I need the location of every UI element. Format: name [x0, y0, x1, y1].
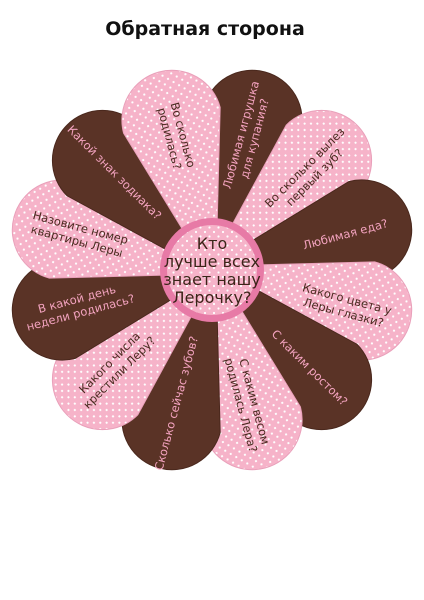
center-disc: [167, 225, 257, 315]
petal-3: Любимая еда?: [237, 179, 413, 279]
petal-question: Во сколькородилась?: [154, 101, 198, 173]
petal-shape: [121, 69, 221, 245]
center-title-line: лучше всех: [164, 252, 260, 271]
center-title-line: Лерочку?: [173, 288, 252, 307]
center-title-line: знает нашу: [163, 270, 260, 289]
center-title-line: Кто: [197, 234, 227, 253]
page-title: Обратная сторона: [105, 18, 305, 40]
petal-12: Во сколькородилась?: [121, 69, 221, 245]
petal-2: Во сколько вылезпервый зуб?: [223, 109, 373, 259]
petal-4: Какого цвета уЛеры глазки?: [237, 261, 413, 361]
petal-9: В какой деньнедели родилась?: [11, 261, 187, 361]
